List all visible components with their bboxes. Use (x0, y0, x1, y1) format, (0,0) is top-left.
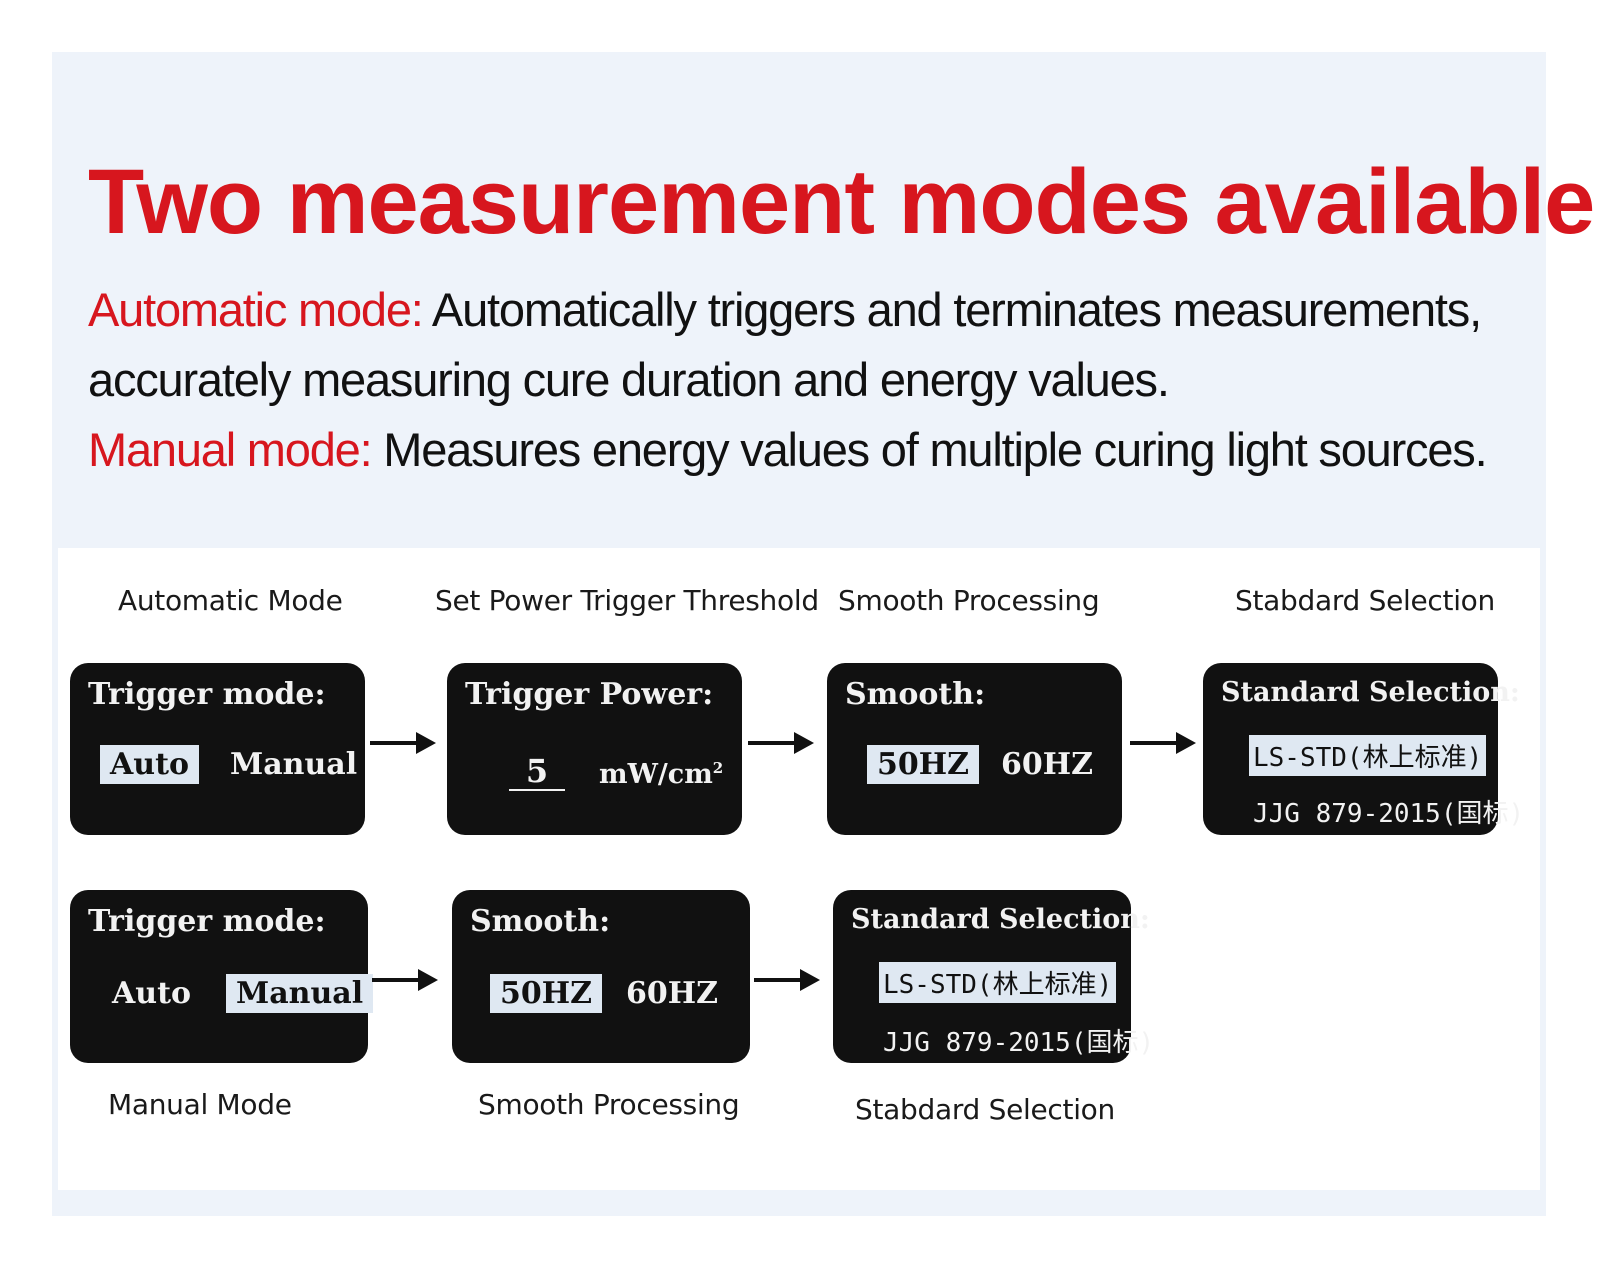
screen-smooth: Smooth: 50HZ 60HZ (452, 890, 750, 1063)
arrow-right-icon (754, 969, 820, 991)
caption-manual-mode: Manual Mode (108, 1088, 292, 1121)
option-ls-std-selected[interactable]: LS-STD(林上标准) (879, 962, 1117, 1003)
option-50hz-selected[interactable]: 50HZ (490, 974, 602, 1013)
option-60hz[interactable]: 60HZ (626, 976, 718, 1011)
standard-selection-title: Standard Selection: (851, 904, 1150, 935)
smooth-title: Smooth: (845, 677, 986, 712)
standard-selection-title: Standard Selection: (1221, 677, 1520, 708)
screen-trigger-power: Trigger Power: 5 mW/cm2 (447, 663, 742, 835)
arrow-right-icon (748, 732, 814, 754)
screen-trigger-mode-auto: Trigger mode: Auto Manual (70, 663, 365, 835)
automatic-mode-text-1: Automatically triggers and terminates me… (422, 283, 1482, 336)
arrow-right-icon (1130, 732, 1196, 754)
option-ls-std-selected[interactable]: LS-STD(林上标准) (1249, 735, 1487, 776)
screen-smooth: Smooth: 50HZ 60HZ (827, 663, 1122, 835)
automatic-mode-description-2: accurately measuring cure duration and e… (88, 353, 1170, 406)
automatic-mode-description: Automatic mode: Automatically triggers a… (88, 282, 1482, 337)
arrow-right-icon (370, 732, 436, 754)
trigger-power-value[interactable]: 5 (509, 753, 565, 791)
option-manual[interactable]: Manual (230, 747, 358, 782)
manual-mode-label: Manual mode: (88, 423, 373, 476)
option-auto[interactable]: Auto (112, 976, 191, 1011)
automatic-mode-label: Automatic mode: (88, 283, 424, 336)
headline: Two measurement modes available (88, 151, 1595, 253)
arrow-right-icon (372, 969, 438, 991)
trigger-power-title: Trigger Power: (465, 677, 714, 712)
manual-mode-description: Manual mode: Measures energy values of m… (88, 422, 1488, 477)
option-auto-selected[interactable]: Auto (100, 745, 199, 784)
screen-standard-selection: Standard Selection: LS-STD(林上标准) JJG 879… (833, 890, 1154, 1063)
option-manual-selected[interactable]: Manual (226, 974, 374, 1013)
option-60hz[interactable]: 60HZ (1001, 747, 1093, 782)
screen-trigger-mode-manual: Trigger mode: Auto Manual (70, 890, 374, 1063)
flow-area (58, 548, 1540, 1190)
caption-standard-selection: Stabdard Selection (1235, 584, 1495, 617)
caption-automatic-mode: Automatic Mode (118, 584, 343, 617)
caption-standard-selection: Stabdard Selection (855, 1093, 1115, 1126)
trigger-power-unit: mW/cm2 (599, 759, 724, 790)
trigger-mode-title: Trigger mode: (88, 904, 326, 939)
trigger-mode-title: Trigger mode: (88, 677, 326, 712)
option-jjg-879-2015[interactable]: JJG 879-2015(国标) (1253, 799, 1525, 829)
caption-smooth-processing: Smooth Processing (838, 584, 1100, 617)
caption-smooth-processing: Smooth Processing (478, 1088, 740, 1121)
manual-mode-text: Measures energy values of multiple curin… (371, 423, 1487, 476)
screen-standard-selection: Standard Selection: LS-STD(林上标准) JJG 879… (1203, 663, 1524, 835)
option-50hz-selected[interactable]: 50HZ (867, 745, 979, 784)
smooth-title: Smooth: (470, 904, 611, 939)
caption-set-power-trigger-threshold: Set Power Trigger Threshold (435, 584, 819, 617)
option-jjg-879-2015[interactable]: JJG 879-2015(国标) (883, 1028, 1155, 1058)
